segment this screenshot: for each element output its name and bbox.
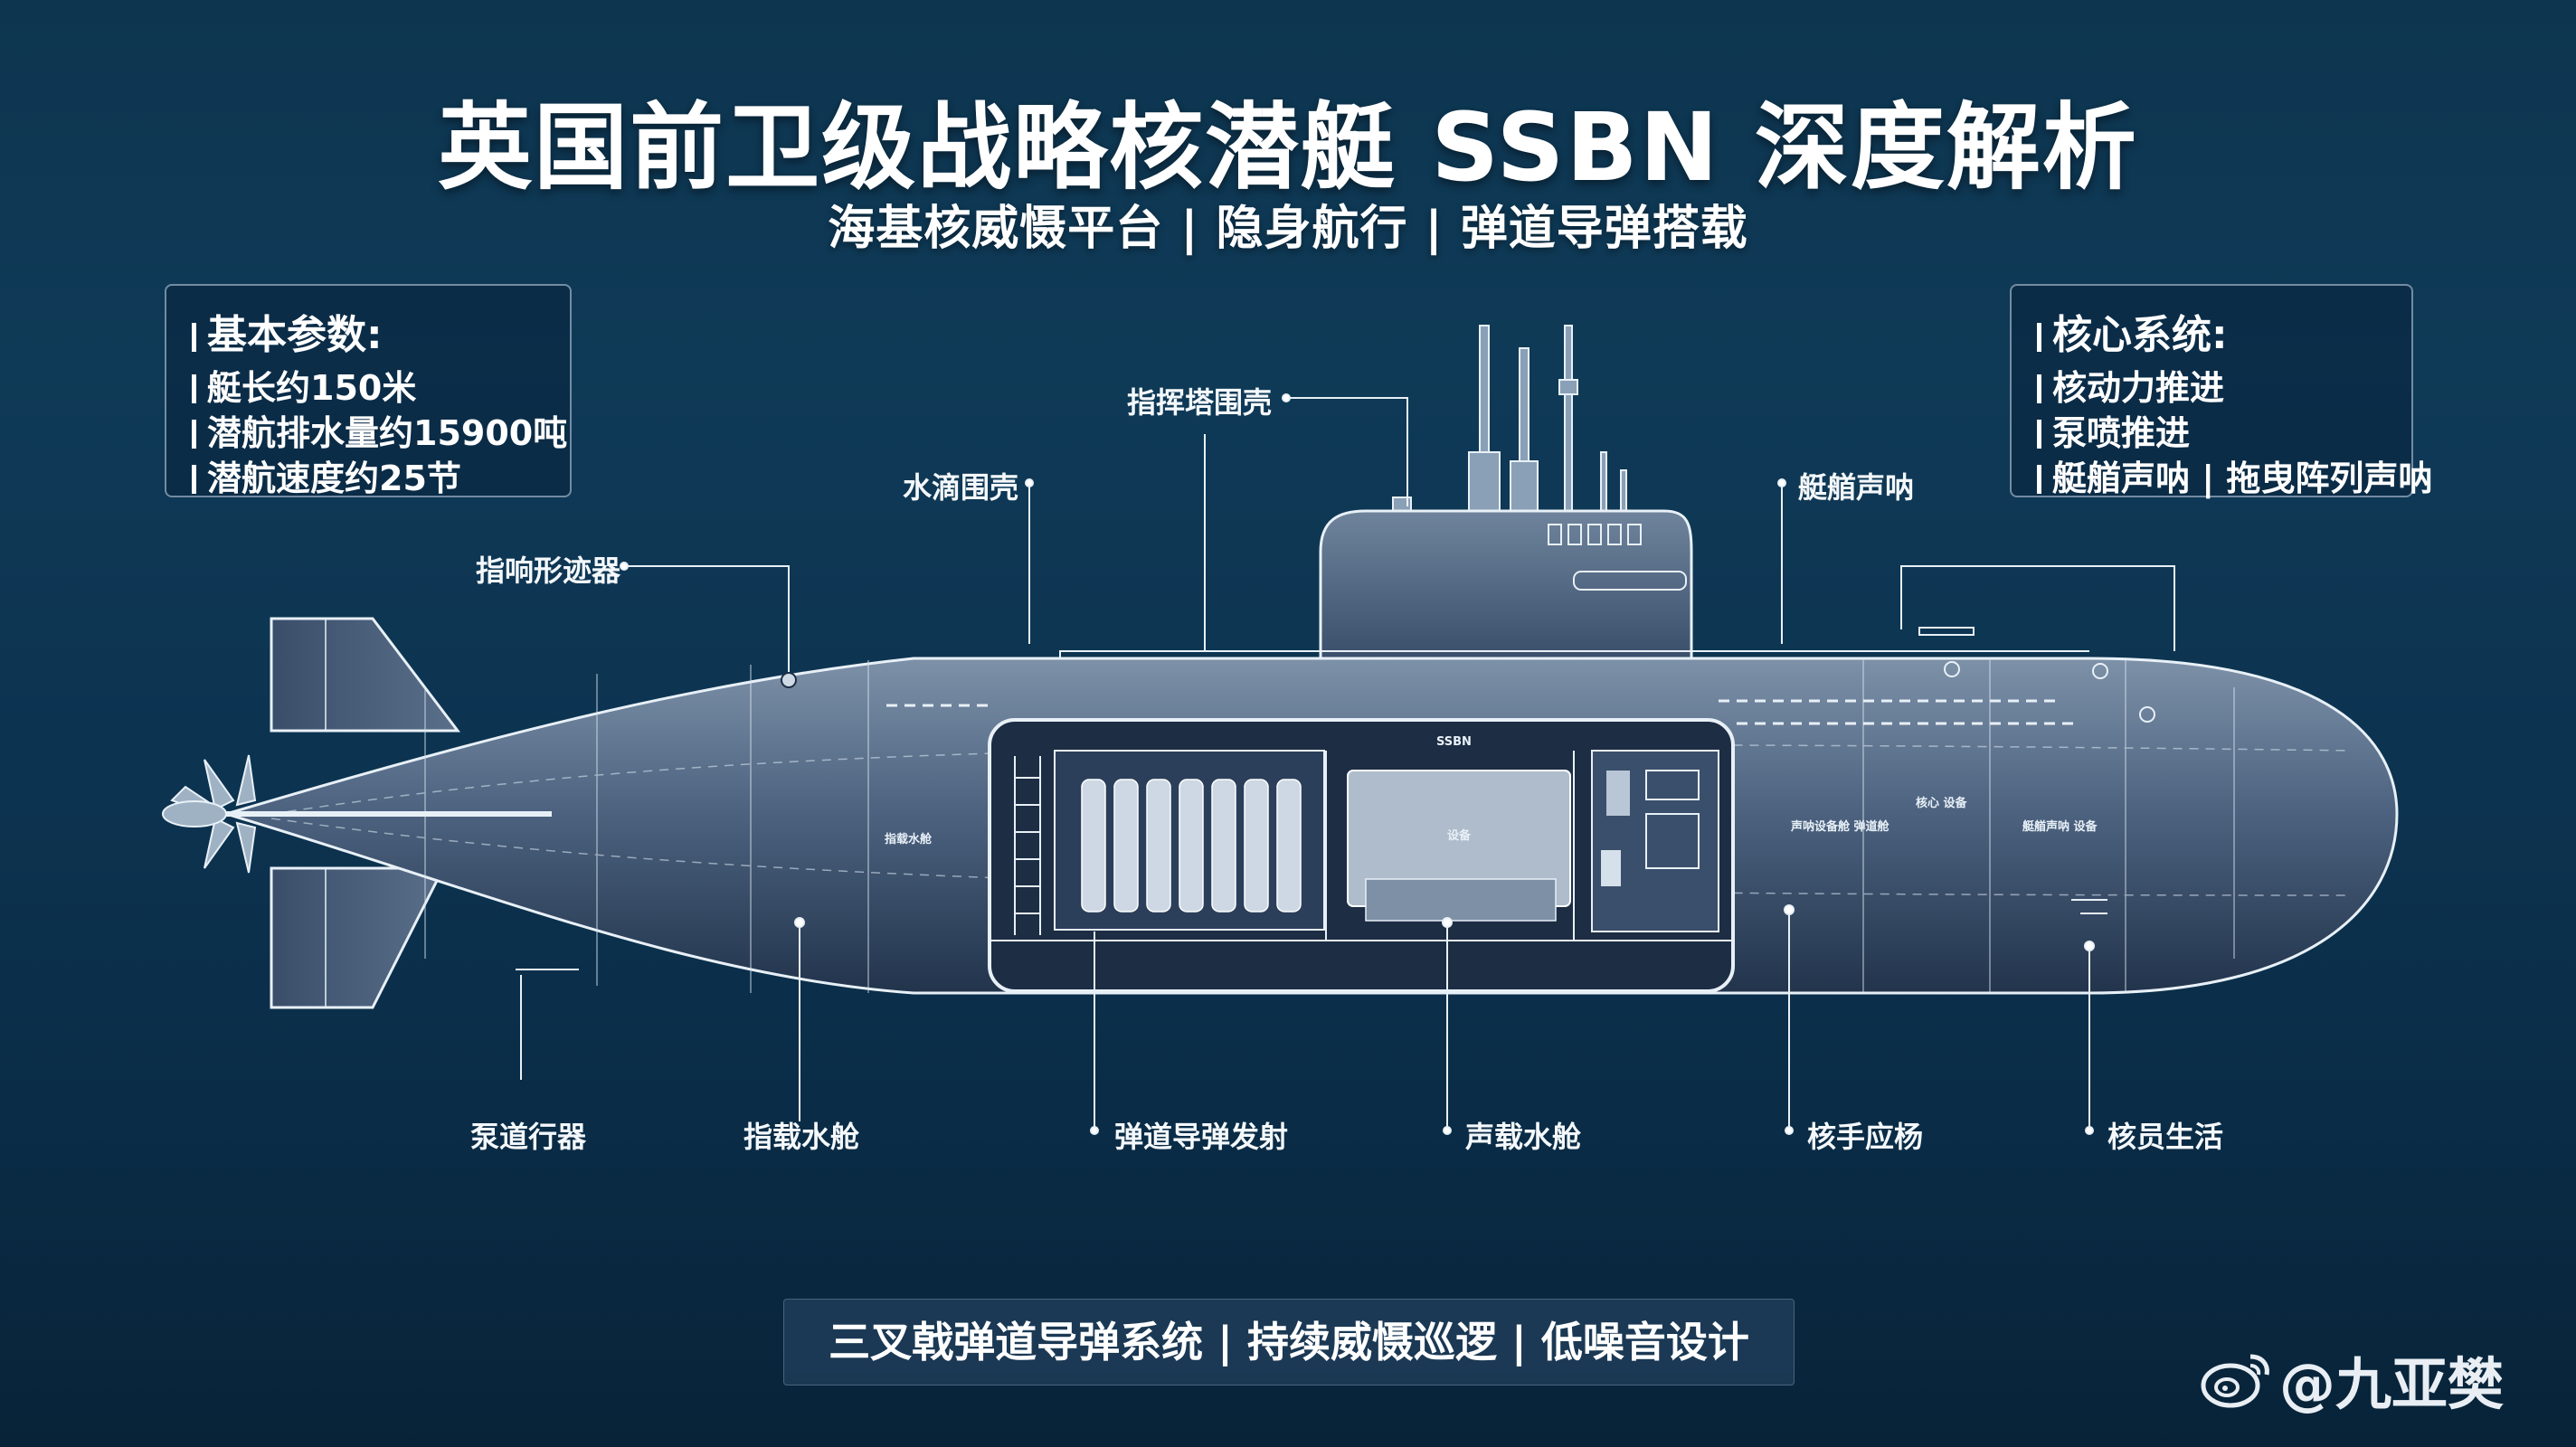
panel-item-text: 核动力推进 [2052, 368, 2225, 408]
rudder-fins [270, 617, 461, 1009]
panel-item-text: 潜航排水量约15900吨 [207, 413, 568, 453]
callout-label: 指载水舱 [743, 1120, 860, 1154]
hull-vents [886, 699, 2080, 725]
cutaway-interior [988, 718, 1735, 993]
panel-heading-text: 核心系统: [2052, 312, 2228, 358]
bar-marker-icon [192, 374, 196, 403]
page-subtitle: 海基核威慑平台 | 隐身航行 | 弹道导弹搭载 [828, 202, 1748, 256]
bar-marker-icon [2037, 420, 2041, 449]
panel-item-text: 泵喷推进 [2052, 413, 2191, 453]
panel-item-text: 潜航速度约25节 [207, 459, 461, 498]
panel-item: 艇长约150米 [192, 365, 545, 411]
basic-params-panel: 基本参数: 艇长约150米 潜航排水量约15900吨 潜航速度约25节 [165, 284, 572, 498]
panel-item: 潜航速度约25节 [192, 456, 545, 501]
callout-lines-top [620, 393, 2175, 723]
callout-label: 核员生活 [2107, 1120, 2224, 1154]
panel-item: 泵喷推进 [2037, 411, 2386, 456]
bar-marker-icon [2037, 374, 2041, 403]
bar-marker-icon [192, 420, 196, 449]
panel-item: 潜航排水量约15900吨 [192, 411, 567, 456]
ladder [1014, 756, 1041, 935]
callout-lines-bottom [516, 899, 2107, 1135]
panel-item-text: 艇艏声呐 | 拖曳阵列声呐 [2052, 459, 2433, 498]
callout-label: 水滴围壳 [903, 470, 1019, 505]
hull-sections [270, 658, 2353, 993]
callout-label: 弹道导弹发射 [1114, 1120, 1289, 1154]
panel-item: 艇艏声呐 | 拖曳阵列声呐 [2037, 456, 2432, 501]
panel-item-text: 艇长约150米 [207, 368, 417, 408]
bar-marker-icon [2037, 323, 2041, 352]
callout-label: 核手应杨 [1807, 1120, 1924, 1154]
watermark-text: @九亚樊 [2279, 1351, 2505, 1417]
missile-tubes [1081, 779, 1302, 913]
page-title: 英国前卫级战略核潜艇 SSBN 深度解析 [438, 92, 2138, 203]
panel-item: 核动力推进 [2037, 365, 2386, 411]
periscope-masts [1392, 325, 1627, 516]
interior-middle-label: 设备 [1447, 828, 1472, 843]
watermark: @九亚樊 [2200, 1338, 2562, 1429]
bar-marker-icon [192, 323, 196, 352]
callout-label: 艇艏声呐 [1798, 470, 1915, 505]
panel-heading: 基本参数: [192, 302, 545, 360]
callout-label: 声载水舱 [1465, 1120, 1582, 1154]
callout-label: 指挥塔围壳 [1127, 385, 1273, 420]
hull-left-small-label: 指载水舱 [885, 832, 933, 846]
propeller [162, 754, 552, 874]
conning-tower [1319, 509, 1693, 660]
panel-heading-text: 基本参数: [207, 312, 383, 358]
interior-top-label: SSBN [1436, 735, 1472, 749]
core-systems-panel: 核心系统: 核动力推进 泵喷推进 艇艏声呐 | 拖曳阵列声呐 [2010, 284, 2432, 498]
bar-marker-icon [2037, 465, 2041, 494]
callout-label: 指响形迹器 [476, 553, 621, 588]
hull-right-small-label-1: 声呐设备舱 弹道舱 [1790, 819, 1890, 834]
hull-right-small-label-2: 核心 设备 [1916, 796, 1968, 810]
sail-details [1059, 524, 2089, 658]
callout-label: 泵道行器 [470, 1120, 587, 1154]
bottom-banner: 三叉戟弹道导弹系统 | 持续威慑巡逻 | 低噪音设计 [783, 1299, 1795, 1386]
bar-marker-icon [192, 465, 196, 494]
panel-heading: 核心系统: [2037, 302, 2386, 360]
weibo-icon [2201, 1354, 2269, 1408]
hull-small-text: SSBN 设备 指载水舱 声呐设备舱 弹道舱 核心 设备 艇艏声呐 设备 [885, 735, 2098, 846]
hull-right-small-label-3: 艇艏声呐 设备 [2022, 819, 2098, 834]
